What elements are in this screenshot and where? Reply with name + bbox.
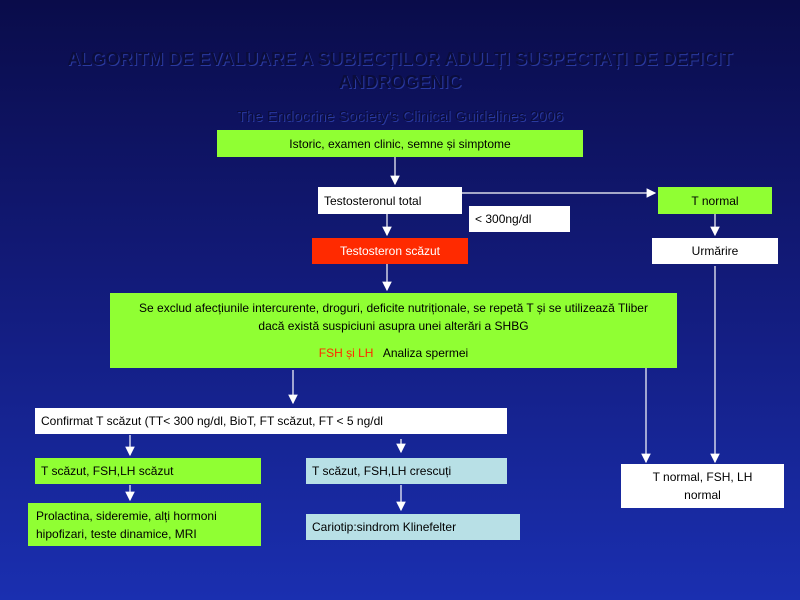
box-urmarire: Urmărire bbox=[652, 238, 778, 264]
box-prolactina: Prolactina, sideremie, alți hormoni hipo… bbox=[28, 503, 261, 546]
box-confirmat-label: Confirmat T scăzut (TT< 300 ng/dl, BioT,… bbox=[41, 414, 383, 428]
box-t-scazut-fsh-crescut: T scăzut, FSH,LH crescuți bbox=[306, 458, 507, 484]
box-t-normal-label: T normal bbox=[691, 193, 739, 208]
box-t-normal-fsh-label: T normal, FSH, LH normal bbox=[652, 470, 753, 502]
box-exclude-line2: dacă există suspiciuni asupra unei alter… bbox=[258, 319, 529, 333]
box-istoric: Istoric, examen clinic, semne și simptom… bbox=[217, 130, 583, 157]
box-urmarire-label: Urmărire bbox=[691, 244, 739, 258]
box-threshold-label: < 300ng/dl bbox=[475, 212, 532, 226]
box-prolactina-label: Prolactina, sideremie, alți hormoni hipo… bbox=[36, 508, 217, 541]
box-t-normal-fsh: T normal, FSH, LH normal bbox=[621, 464, 784, 508]
box-exclude: Se exclud afecțiunile intercurente, drog… bbox=[110, 293, 677, 368]
box-t-scazut-fsh-crescut-label: T scăzut, FSH,LH crescuți bbox=[312, 464, 452, 478]
box-exclude-line1: Se exclud afecțiunile intercurente, drog… bbox=[139, 301, 648, 315]
box-testosteron-scazut: Testosteron scăzut bbox=[312, 238, 468, 264]
box-cariotip-label: Cariotip:sindrom Klinefelter bbox=[312, 520, 457, 534]
box-testosteron-scazut-label: Testosteron scăzut bbox=[339, 244, 441, 258]
box-cariotip: Cariotip:sindrom Klinefelter bbox=[306, 514, 520, 540]
analiza-spermei-label: Analiza spermei bbox=[382, 346, 469, 360]
box-t-scazut-fsh-scazut: T scăzut, FSH,LH scăzut bbox=[35, 458, 261, 484]
box-t-normal: T normal bbox=[658, 187, 772, 214]
fsh-lh-label: FSH și LH bbox=[318, 346, 374, 360]
page-title: ALGORITM DE EVALUARE A SUBIECȚILOR ADULȚ… bbox=[67, 49, 733, 92]
box-threshold: < 300ng/dl bbox=[469, 206, 570, 232]
box-testosteron-total-label: Testosteronul total bbox=[324, 193, 422, 208]
box-confirmat: Confirmat T scăzut (TT< 300 ng/dl, BioT,… bbox=[35, 408, 507, 434]
subtitle: The Endocrine Society's Clinical Guideli… bbox=[236, 108, 564, 125]
box-istoric-label: Istoric, examen clinic, semne și simptom… bbox=[289, 136, 511, 151]
box-t-scazut-fsh-scazut-label: T scăzut, FSH,LH scăzut bbox=[41, 464, 174, 478]
box-testosteron-total: Testosteronul total bbox=[318, 187, 462, 214]
